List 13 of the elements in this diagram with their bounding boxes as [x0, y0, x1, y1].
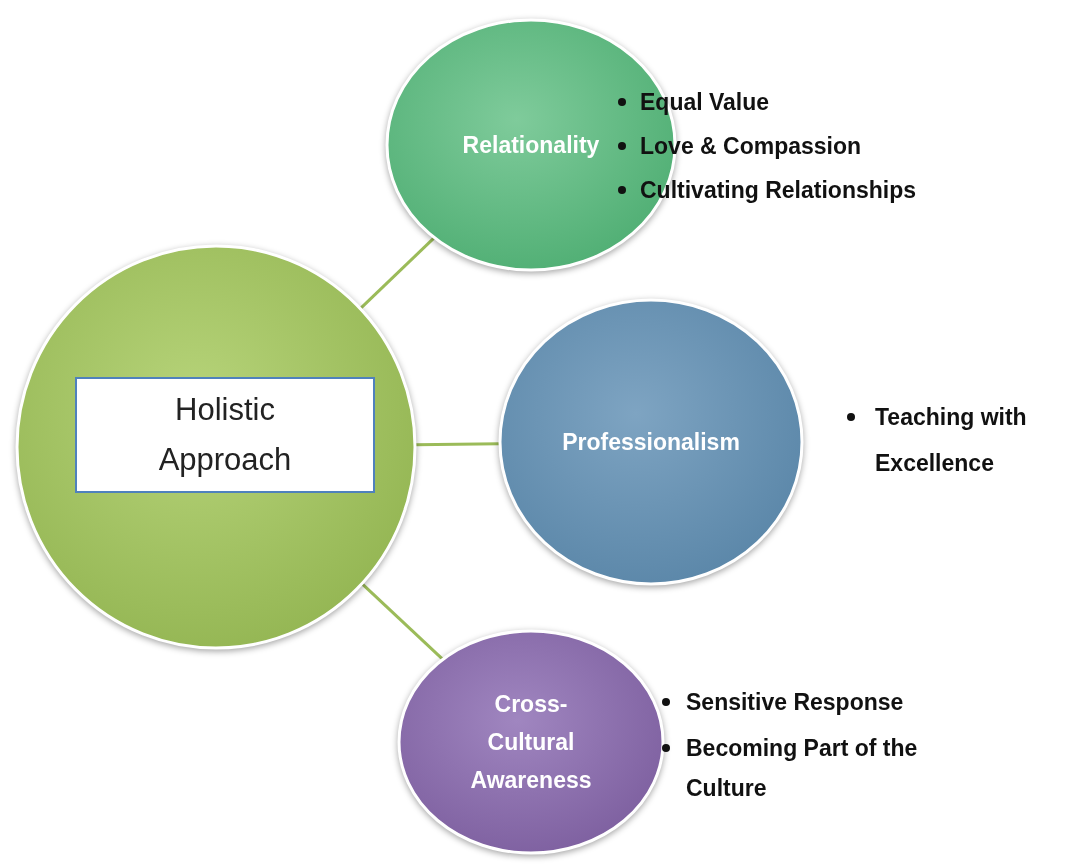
bullet-text: Becoming Part of the Culture — [686, 734, 919, 803]
node-label: Relationality — [462, 131, 600, 160]
circle-node — [397, 629, 665, 855]
bullet-text: Teaching with Excellence — [875, 403, 1028, 478]
node-label: Holistic Approach — [157, 391, 293, 479]
node-label: Cross-Cultural Awareness — [469, 690, 593, 795]
connector-line — [360, 582, 444, 661]
node-label: Professionalism — [562, 428, 740, 457]
circle-node — [15, 244, 417, 650]
circle-node — [498, 298, 804, 586]
bullet-text: Sensitive Response — [686, 688, 905, 717]
text-box — [75, 377, 375, 493]
connector-line — [359, 236, 436, 310]
